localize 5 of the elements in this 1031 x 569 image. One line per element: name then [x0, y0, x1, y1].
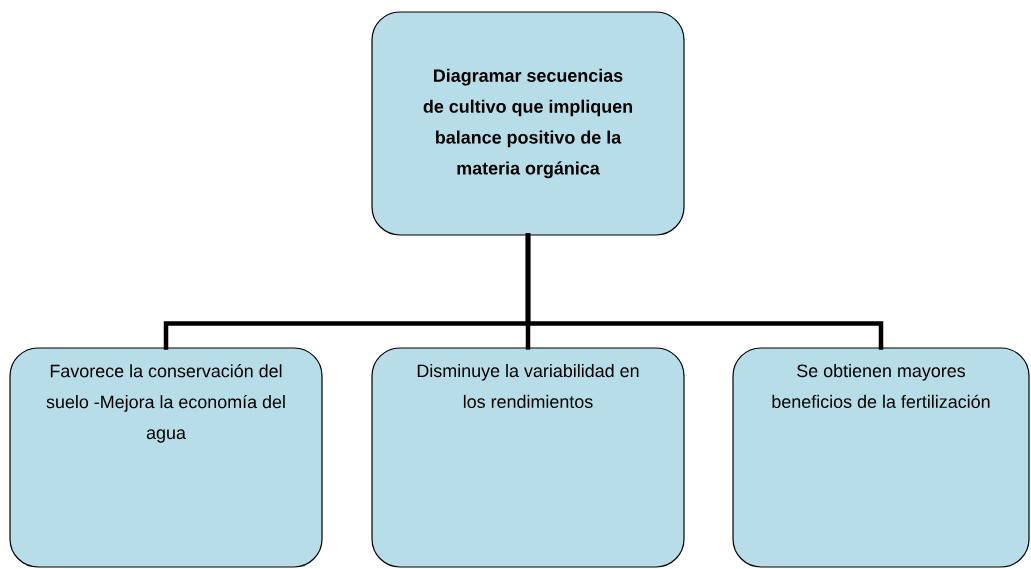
rounded-box: Se obtienen mayores beneficios de la fertilización	[732, 347, 1030, 568]
connector	[525, 233, 884, 350]
rounded-box: Disminuye la variabilidad en los rendimientos	[371, 347, 685, 568]
rounded-box: Favorece la conservación del suelo -Mejora la economía del agua	[9, 347, 323, 568]
rounded-box: Diagramar secuencias de cultivo que impliquen balance positivo de la materia orgánica	[371, 11, 685, 236]
